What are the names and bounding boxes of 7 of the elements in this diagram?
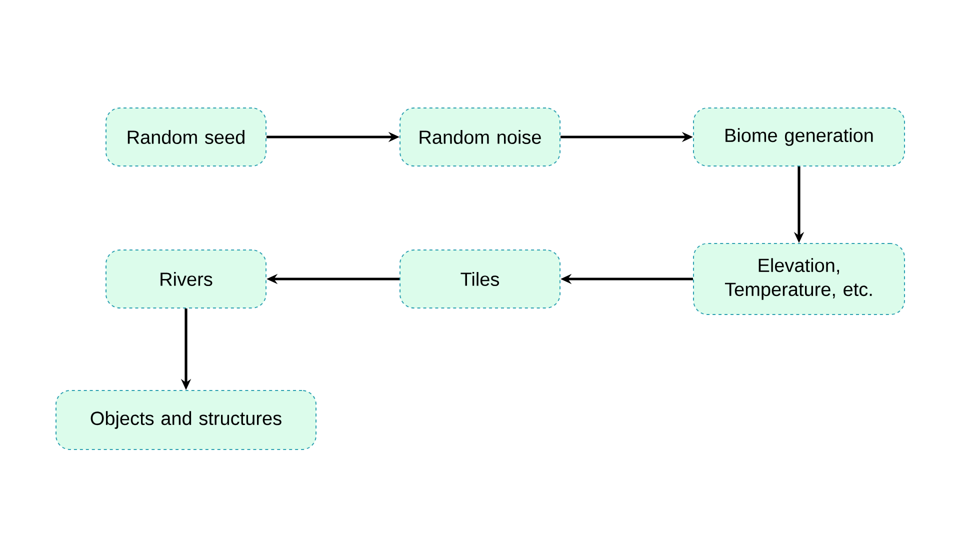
process-box: Biome generation bbox=[693, 108, 905, 166]
process-box: Elevation, Temperature, etc. bbox=[693, 243, 905, 315]
process-box: Random noise bbox=[400, 108, 560, 166]
process-box: Rivers bbox=[106, 250, 266, 308]
process-box: Objects and structures bbox=[56, 390, 316, 450]
process-box: Tiles bbox=[400, 250, 560, 308]
process-box: Random seed bbox=[106, 108, 266, 166]
